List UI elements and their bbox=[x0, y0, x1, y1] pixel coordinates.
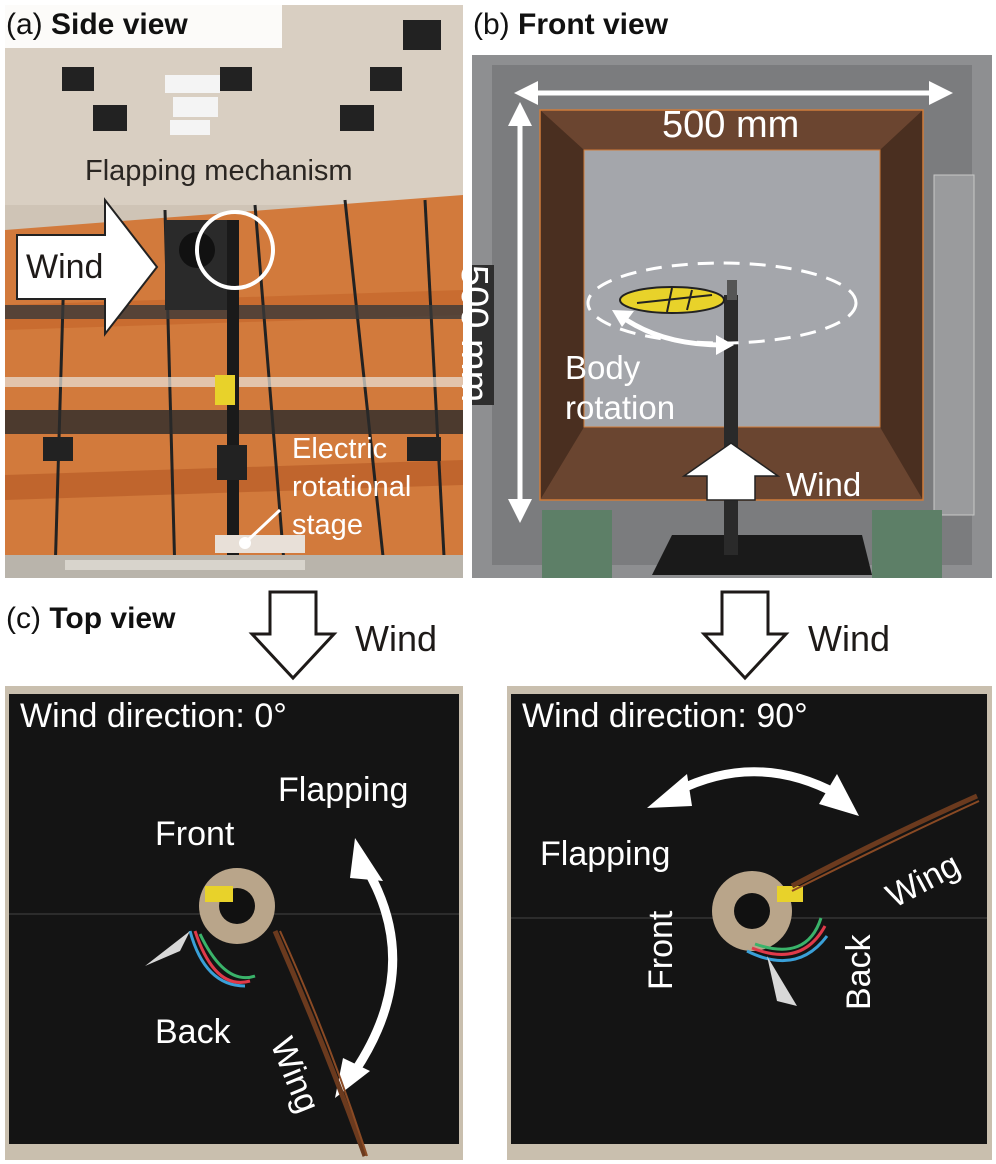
top-wind-label-right: Wind bbox=[808, 618, 891, 659]
height-dimension-label: 500 mm bbox=[453, 265, 495, 403]
left-flapping-label: Flapping bbox=[278, 771, 409, 809]
left-wind-direction: Wind direction: 0° bbox=[20, 697, 287, 735]
top-wind-arrow-left bbox=[248, 590, 338, 681]
panel-a-letter: (a) bbox=[6, 8, 43, 41]
panel-b-label: (b) Front view bbox=[473, 8, 668, 42]
top-view-left-board bbox=[5, 686, 463, 1160]
side-wind-label: Wind bbox=[26, 248, 104, 286]
top-view-left-photo bbox=[5, 686, 463, 1160]
top-wind-arrow-right bbox=[700, 590, 790, 681]
right-front-label: Front bbox=[642, 910, 680, 990]
front-wind-label: Wind bbox=[786, 466, 862, 503]
flapping-mechanism-label: Flapping mechanism bbox=[85, 155, 353, 187]
right-wind-direction: Wind direction: 90° bbox=[522, 697, 808, 735]
panel-a-title: Side view bbox=[51, 8, 188, 41]
top-wind-label-left: Wind bbox=[355, 618, 438, 659]
right-back-label: Back bbox=[840, 934, 878, 1010]
width-dimension-label: 500 mm bbox=[662, 104, 800, 146]
stage-line1: Electric bbox=[292, 433, 388, 465]
panel-a-label-bg bbox=[0, 0, 282, 48]
rotation-line2: rotation bbox=[565, 389, 676, 426]
front-view-render bbox=[472, 55, 992, 578]
panel-c-title: Top view bbox=[49, 602, 176, 635]
stage-line2: rotational bbox=[292, 471, 412, 503]
left-front-label: Front bbox=[155, 815, 235, 853]
left-back-label: Back bbox=[155, 1013, 231, 1051]
top-view-right-board bbox=[507, 686, 992, 1160]
panel-a-photo bbox=[5, 5, 463, 578]
panel-b-render bbox=[472, 55, 992, 578]
panel-a-label: (a) Side view bbox=[6, 8, 188, 42]
panel-c-label: (c) Top view bbox=[6, 602, 175, 636]
right-flapping-label: Flapping bbox=[540, 835, 671, 873]
panel-b-letter: (b) bbox=[473, 8, 510, 41]
stage-line3: stage bbox=[292, 509, 363, 541]
rotational-stage-label: Electric rotational stage bbox=[292, 430, 411, 544]
rotation-line1: Body bbox=[565, 349, 641, 386]
top-view-right-photo bbox=[507, 686, 992, 1160]
side-view-photo bbox=[5, 5, 463, 578]
panel-c-letter: (c) bbox=[6, 602, 41, 635]
panel-b-title: Front view bbox=[518, 8, 669, 41]
body-rotation-label: Body rotation bbox=[565, 348, 675, 428]
